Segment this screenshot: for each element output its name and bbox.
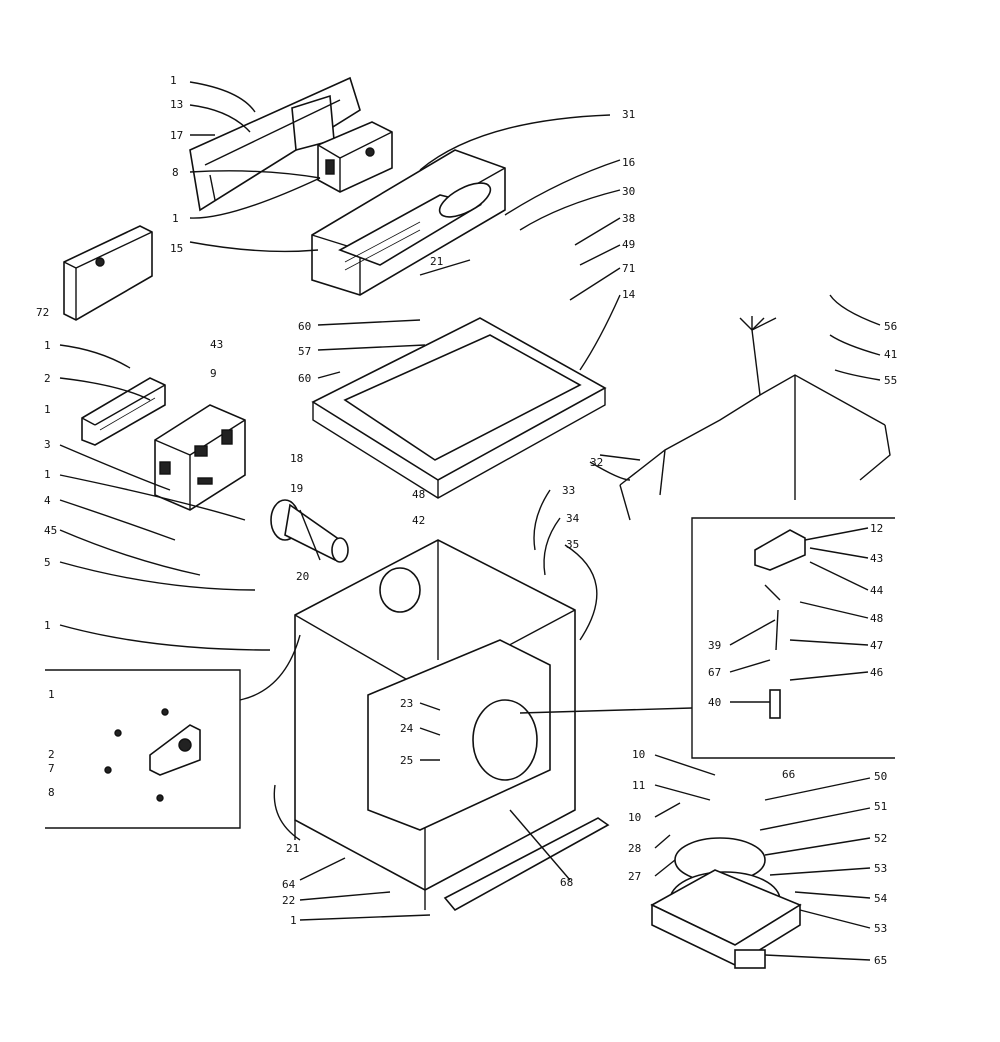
callout-label: 9 xyxy=(210,367,217,380)
leader-lines xyxy=(59,81,881,961)
callout-label: 18 xyxy=(290,452,303,465)
callout-label: 56 xyxy=(884,320,897,333)
callout-label: 12 xyxy=(870,522,883,535)
callout-label: 8 xyxy=(48,786,55,799)
callout-label: 23 xyxy=(400,697,413,710)
callout-label: 48 xyxy=(870,612,883,625)
callout-label: 65 xyxy=(874,954,887,967)
callout-label: 54 xyxy=(874,892,888,905)
callout-label: 40 xyxy=(708,696,721,709)
callout-label: 39 xyxy=(708,639,721,652)
callout-label: 41 xyxy=(884,348,897,361)
callout-label: 30 xyxy=(622,185,635,198)
callout-label: 13 xyxy=(170,98,183,111)
callout-labels: 1 13 17 8 1 15 72 1 2 1 3 1 4 45 5 1 1 2… xyxy=(36,74,897,967)
base-assembly xyxy=(650,837,802,969)
callout-label: 42 xyxy=(412,514,425,527)
callout-label: 14 xyxy=(622,288,636,301)
callout-label: 17 xyxy=(170,129,183,142)
callout-label: 44 xyxy=(870,584,884,597)
callout-label: 34 xyxy=(566,512,580,525)
front-panel-rail xyxy=(443,817,610,912)
callout-label: 43 xyxy=(870,552,883,565)
callout-label: 22 xyxy=(282,894,295,907)
callout-label: 47 xyxy=(870,639,883,652)
callout-label: 1 xyxy=(44,339,51,352)
callout-label: 66 xyxy=(782,768,795,781)
pump-assembly xyxy=(270,499,349,563)
callout-label: 53 xyxy=(874,862,887,875)
control-panel-back xyxy=(189,76,361,212)
callout-label: 21 xyxy=(286,842,299,855)
callout-label: 1 xyxy=(290,914,297,927)
callout-label: 50 xyxy=(874,770,887,783)
callout-label: 2 xyxy=(48,748,55,761)
wiring-harness xyxy=(599,316,891,521)
callout-label: 45 xyxy=(44,524,57,537)
callout-label: 43 xyxy=(210,338,223,351)
callout-label: 33 xyxy=(562,484,575,497)
callout-label: 1 xyxy=(44,468,51,481)
callout-label: 51 xyxy=(874,800,887,813)
callout-label: 8 xyxy=(172,166,179,179)
callout-label: 1 xyxy=(44,403,51,416)
hinge-bracket xyxy=(81,377,166,446)
callout-label: 64 xyxy=(282,878,296,891)
callout-label: 60 xyxy=(298,320,311,333)
callout-label: 49 xyxy=(622,238,635,251)
cabinet xyxy=(294,539,576,910)
callout-label: 53 xyxy=(874,922,887,935)
callout-label: 71 xyxy=(622,262,635,275)
callout-label: 57 xyxy=(298,345,311,358)
control-console xyxy=(311,149,506,296)
callout-label: 1 xyxy=(44,619,51,632)
callout-label: 72 xyxy=(36,306,49,319)
callout-label: 67 xyxy=(708,666,721,679)
mounting-bracket xyxy=(63,225,153,321)
callout-label: 46 xyxy=(870,666,883,679)
timer-switch xyxy=(317,121,393,193)
callout-label: 20 xyxy=(296,570,309,583)
motor-cover xyxy=(154,404,246,511)
callout-label: 35 xyxy=(566,538,579,551)
callout-label: 38 xyxy=(622,212,635,225)
top-cover-lid xyxy=(311,317,607,499)
callout-label: 21 xyxy=(430,255,443,268)
callout-label: 16 xyxy=(622,156,635,169)
callout-label: 68 xyxy=(560,876,573,889)
callout-label: 24 xyxy=(400,722,414,735)
callout-label: 15 xyxy=(170,242,183,255)
callout-label: 25 xyxy=(400,754,413,767)
callout-label: 10 xyxy=(632,748,645,761)
callout-label: 55 xyxy=(884,374,897,387)
callout-label: 4 xyxy=(44,494,51,507)
inset-switch-detail xyxy=(45,669,241,829)
callout-label: 1 xyxy=(48,688,55,701)
callout-label: 11 xyxy=(632,779,645,792)
callout-label: 10 xyxy=(628,811,641,824)
callout-label: 1 xyxy=(170,74,177,87)
callout-label: 19 xyxy=(290,482,303,495)
callout-label: 2 xyxy=(44,372,51,385)
callout-label: 28 xyxy=(628,842,641,855)
callout-label: 52 xyxy=(874,832,887,845)
callout-label: 27 xyxy=(628,870,641,883)
callout-label: 60 xyxy=(298,372,311,385)
inset-valve-detail xyxy=(691,517,895,759)
callout-label: 5 xyxy=(44,556,51,569)
callout-label: 3 xyxy=(44,438,51,451)
callout-label: 32 xyxy=(590,456,603,469)
callout-label: 31 xyxy=(622,108,635,121)
callout-label: 1 xyxy=(172,212,179,225)
callout-label: 7 xyxy=(48,762,55,775)
callout-label: 48 xyxy=(412,488,425,501)
